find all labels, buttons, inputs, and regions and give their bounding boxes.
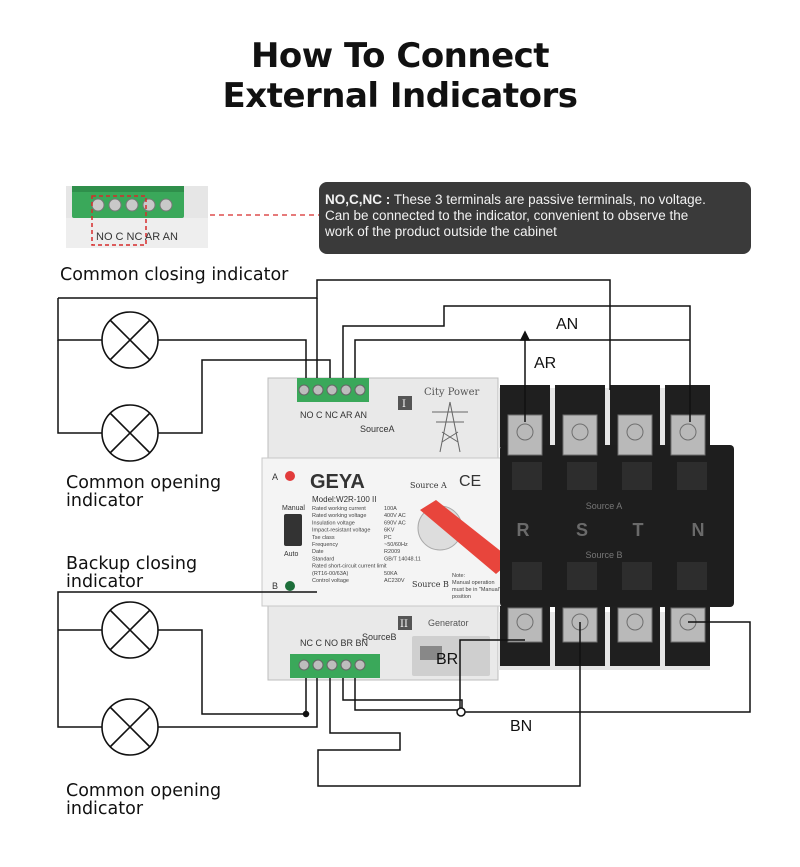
led-a	[285, 471, 295, 481]
label-common-closing: Common closing indicator	[60, 265, 289, 285]
label-common-opening-1a: Common opening	[66, 473, 222, 493]
lamp-common-closing	[101, 311, 159, 369]
label-backup-closing-a: Backup closing	[66, 554, 198, 574]
manual-auto-switch	[284, 514, 302, 546]
roman-2: II	[400, 619, 408, 630]
phase-n: N	[692, 520, 705, 540]
lamp-common-opening-1	[101, 404, 159, 462]
source-b-label: SourceB	[362, 632, 397, 642]
led-b-label: B	[272, 581, 278, 591]
note-line: Note:	[452, 573, 466, 579]
lamp-backup-closing	[101, 601, 159, 659]
led-b	[285, 581, 295, 591]
terminal-block-inset: NO C NC AR AN	[66, 186, 319, 248]
spec-name: (RT16-00/63A)	[312, 571, 348, 577]
manual-label: Manual	[282, 505, 305, 512]
wire-label-br: BR	[436, 651, 459, 668]
spec-name: Standard	[312, 556, 334, 562]
power-tower-icon	[432, 401, 468, 453]
source-a-small: Source A	[410, 481, 447, 490]
led-a-label: A	[272, 472, 278, 482]
wire-label-ar: AR	[534, 355, 557, 372]
spec-value: GB/T 14048.11	[384, 556, 421, 562]
spec-name: Date	[312, 549, 324, 555]
source-a-label: SourceA	[360, 424, 395, 434]
ce-mark: CE	[459, 473, 481, 490]
spec-value: PC	[384, 535, 392, 541]
spec-value: 400V AC	[384, 513, 406, 519]
cover-source-b: Source B	[585, 550, 622, 560]
phase-t: T	[633, 520, 644, 540]
label-common-opening-2b: indicator	[66, 799, 144, 819]
top-terminals-label: NO C NC AR AN	[300, 410, 367, 420]
info-line1: These 3 terminals are passive terminals,…	[393, 192, 706, 207]
info-line2: Can be connected to the indicator, conve…	[325, 208, 689, 223]
info-heading: NO,C,NC :	[325, 192, 391, 207]
spec-name: Rated working current	[312, 506, 366, 512]
wire-label-bn: BN	[510, 718, 533, 735]
spec-value: 690V AC	[384, 520, 406, 526]
spec-value: 100A	[384, 506, 397, 512]
spec-name: Tse class	[312, 535, 335, 541]
lamp-common-opening-2	[101, 698, 159, 756]
source-b-small: Source B	[412, 580, 449, 589]
city-power-label: City Power	[424, 387, 480, 398]
bottom-terminals-label: NC C NO BR BN	[300, 638, 368, 648]
spec-value: 6KV	[384, 528, 395, 534]
spec-value: R2009	[384, 549, 400, 555]
spec-name: Rated working voltage	[312, 513, 366, 519]
spec-name: Rated short-circuit current limit	[312, 564, 387, 570]
spec-name: Frequency	[312, 542, 338, 548]
wire-label-an: AN	[556, 316, 579, 333]
label-backup-closing-b: indicator	[66, 572, 144, 592]
note-line: position	[452, 594, 471, 600]
spec-value: AC230V	[384, 578, 405, 584]
spec-value: ~50/60Hz	[384, 542, 408, 548]
page-title-line2: External Indicators	[222, 76, 578, 116]
label-common-opening-2a: Common opening	[66, 781, 222, 801]
spec-name: Impact-resistant voltage	[312, 528, 370, 534]
brand-logo: GEYA	[310, 471, 365, 493]
label-common-opening-1b: indicator	[66, 491, 144, 511]
power-terminal-cover: Source A Source B R S T N	[498, 385, 734, 670]
info-callout: NO,C,NC : These 3 terminals are passive …	[319, 182, 751, 254]
transfer-switch-body: NO C NC AR AN SourceA I City Power GEYA …	[261, 377, 512, 681]
spec-name: Control voltage	[312, 578, 349, 584]
roman-1: I	[402, 399, 406, 410]
wires-top	[57, 279, 691, 434]
generator-label: Generator	[428, 618, 469, 628]
spec-name: Insulation voltage	[312, 520, 355, 526]
phase-r: R	[517, 520, 530, 540]
inset-terminal-label: NO C NC AR AN	[96, 231, 178, 243]
info-line3: work of the product outside the cabinet	[325, 224, 557, 239]
phase-s: S	[576, 520, 588, 540]
note-line: must be in "Manual"	[452, 587, 501, 593]
selector-handle	[420, 500, 512, 574]
note-line: Manual operation	[452, 580, 495, 586]
model-label: Model:W2R-100 II	[312, 495, 376, 504]
cover-source-a: Source A	[586, 501, 623, 511]
wires-bottom	[57, 591, 751, 787]
page-title-line1: How To Connect	[250, 36, 550, 76]
indicator-lamps	[101, 311, 159, 756]
spec-value: 50KA	[384, 571, 398, 577]
auto-label: Auto	[284, 551, 299, 558]
spec-table: Rated working current 100A Rated working v…	[312, 506, 421, 584]
